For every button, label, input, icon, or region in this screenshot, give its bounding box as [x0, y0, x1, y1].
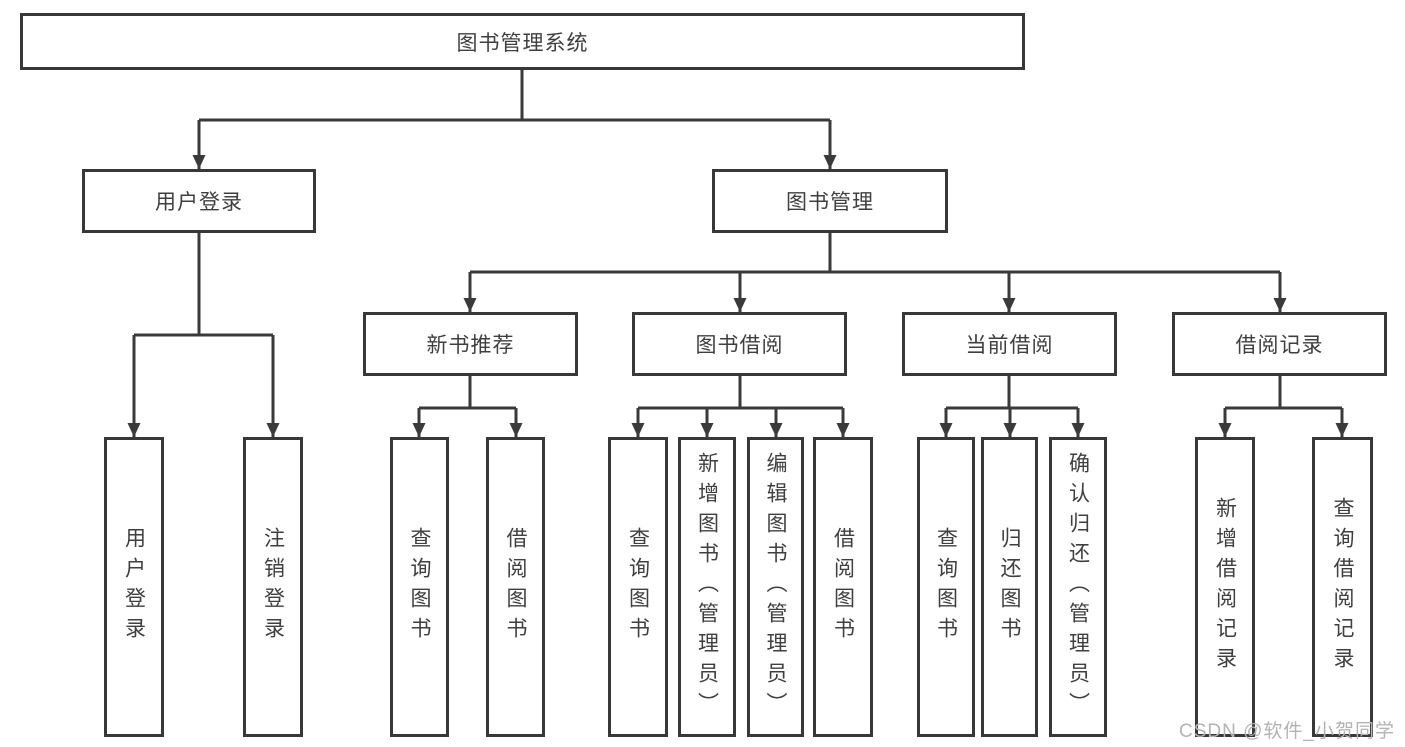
node-book-borrow-label: 图书借阅 [695, 334, 784, 357]
leaf-records-add-record-label: 新增借阅记录 [1213, 497, 1237, 677]
leaf-newbook-query-books: 查询图书 [390, 437, 449, 737]
node-borrow-records: 借阅记录 [1172, 312, 1387, 376]
leaf-borrow-edit-books-admin: 编辑图书（管理员） [747, 437, 804, 737]
leaf-current-return-books: 归还图书 [981, 437, 1038, 737]
node-book-management-label: 图书管理 [786, 191, 874, 214]
leaf-current-confirm-return-admin-label: 确认归还（管理员） [1066, 452, 1090, 722]
node-book-borrow: 图书借阅 [632, 312, 847, 376]
node-root: 图书管理系统 [20, 13, 1025, 70]
leaf-current-confirm-return-admin: 确认归还（管理员） [1049, 437, 1107, 737]
node-root-label: 图书管理系统 [456, 31, 589, 55]
leaf-current-query-books-label: 查询图书 [934, 527, 958, 647]
leaf-current-query-books: 查询图书 [917, 437, 975, 737]
node-current-borrow-label: 当前借阅 [965, 334, 1054, 357]
leaf-records-query-record: 查询借阅记录 [1312, 437, 1373, 737]
watermark: CSDN @软件_小贺同学 [1179, 721, 1395, 742]
node-book-management: 图书管理 [712, 169, 948, 233]
leaf-borrow-borrow-books: 借阅图书 [813, 437, 873, 737]
node-new-book-recommend-label: 新书推荐 [426, 334, 515, 357]
leaf-logout-label: 注销登录 [261, 527, 285, 647]
leaf-records-query-record-label: 查询借阅记录 [1331, 497, 1354, 677]
leaf-borrow-add-books-admin: 新增图书（管理员） [678, 437, 736, 737]
leaf-user-login: 用户登录 [104, 437, 164, 737]
leaf-user-login-label: 用户登录 [122, 527, 146, 647]
leaf-newbook-borrow-books: 借阅图书 [486, 437, 545, 737]
node-user-login: 用户登录 [82, 169, 316, 233]
leaf-logout: 注销登录 [243, 437, 303, 737]
node-current-borrow: 当前借阅 [902, 312, 1117, 376]
leaf-newbook-query-books-label: 查询图书 [408, 527, 431, 647]
leaf-borrow-add-books-admin-label: 新增图书（管理员） [695, 452, 719, 722]
leaf-records-add-record: 新增借阅记录 [1195, 437, 1255, 737]
leaf-borrow-borrow-books-label: 借阅图书 [831, 527, 855, 647]
node-borrow-records-label: 借阅记录 [1235, 334, 1324, 357]
node-new-book-recommend: 新书推荐 [363, 312, 578, 376]
leaf-borrow-edit-books-admin-label: 编辑图书（管理员） [764, 452, 787, 722]
leaf-current-return-books-label: 归还图书 [998, 527, 1021, 647]
leaf-borrow-query-books: 查询图书 [608, 437, 668, 737]
leaf-borrow-query-books-label: 查询图书 [626, 527, 650, 647]
leaf-newbook-borrow-books-label: 借阅图书 [504, 527, 527, 647]
node-user-login-label: 用户登录 [155, 191, 243, 214]
